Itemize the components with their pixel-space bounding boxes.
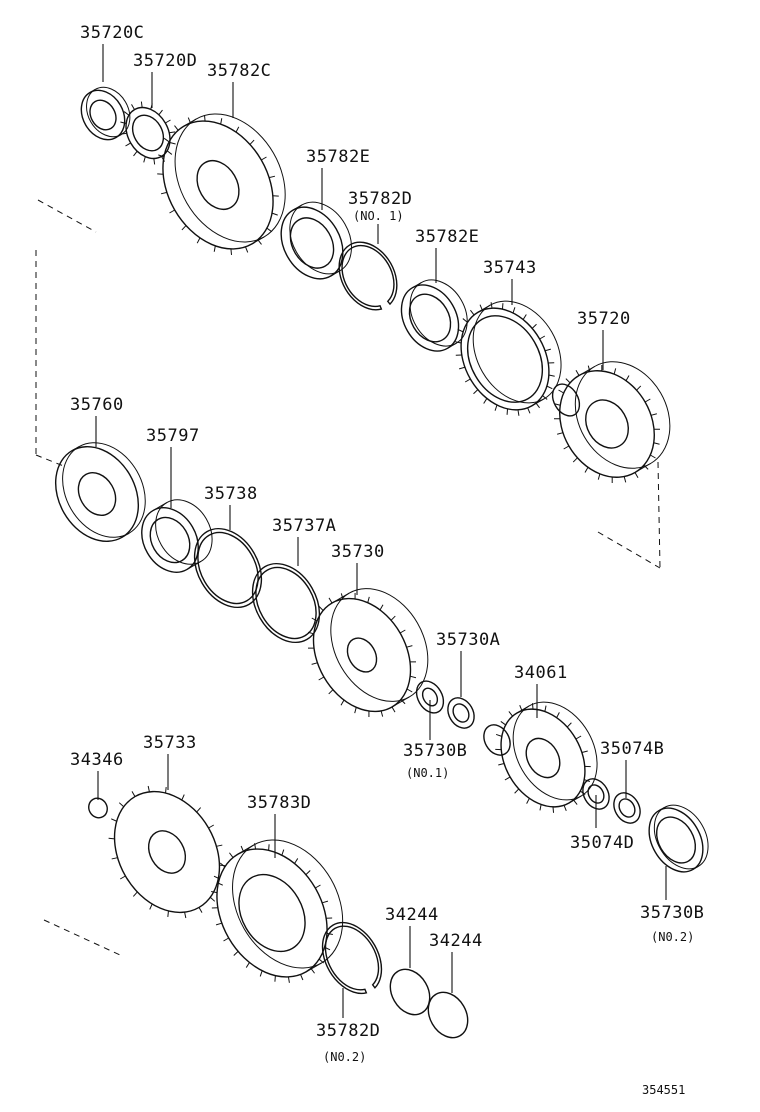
part-label-35720d: 35720D [133, 51, 197, 71]
part-label-35782d_1: 35782D [348, 189, 412, 209]
part-label-35730b_2: 35730B [640, 903, 704, 923]
part-label-35738: 35738 [204, 484, 258, 504]
part-35720d-gear [120, 101, 176, 165]
part-label-35782e_1: 35782E [306, 147, 370, 167]
part-label-35733: 35733 [143, 733, 197, 753]
part-label-34244_2: 34244 [429, 931, 483, 951]
part-35730-clutch-drum [307, 588, 429, 717]
part-label-35074b: 35074B [600, 739, 664, 759]
part-34061-sun-gear [495, 701, 598, 813]
part-35760-plate [54, 442, 146, 542]
part-35797-needle-bearing [141, 499, 213, 573]
part-35730b-seal [648, 804, 709, 873]
part-label-35730: 35730 [331, 542, 385, 562]
part-label-35783d: 35783D [247, 793, 311, 813]
part-sub-label-35782d_2: (N0.2) [323, 1050, 366, 1064]
alignment-guide-6 [43, 919, 121, 956]
part-35743-ring-gear [455, 300, 562, 416]
alignment-guide-1 [37, 199, 97, 233]
part-label-35720c: 35720C [80, 23, 144, 43]
part-label-35743: 35743 [483, 258, 537, 278]
alignment-guides [35, 199, 661, 956]
part-34244-oring [389, 968, 431, 1016]
part-35720-shaft [551, 383, 581, 417]
part-35782c-gear-housing [157, 113, 286, 255]
part-35782e-bearing [280, 201, 352, 280]
part-label-35730b_1: 35730B [403, 741, 467, 761]
part-label-34346: 34346 [70, 750, 124, 770]
part-34346-oring [88, 797, 108, 819]
part-label-35760: 35760 [70, 395, 124, 415]
part-sub-label-35782d_1: (NO. 1) [353, 209, 404, 223]
part-sub-label-35730b_2: (N0.2) [651, 930, 694, 944]
part-label-35782e_2: 35782E [415, 227, 479, 247]
leader-lines [95, 44, 667, 1018]
part-35738-thrust-washer [193, 527, 263, 609]
part-35074d-washer [582, 778, 610, 810]
alignment-guide-5 [597, 531, 661, 569]
part-label-35782d_2: 35782D [316, 1021, 380, 1041]
part-34244-oring-2 [427, 991, 469, 1039]
part-label-35074d: 35074D [570, 833, 634, 853]
part-35782d-snap-ring [338, 241, 398, 311]
part-label-34244_1: 34244 [385, 905, 439, 925]
alignment-guide-3 [35, 454, 67, 468]
part-label-35720: 35720 [577, 309, 631, 329]
part-35783d-drum [211, 839, 344, 983]
part-35782d-snap-ring-2 [321, 921, 383, 995]
part-35733-hub [108, 785, 226, 919]
part-35782e-bearing-2 [400, 279, 468, 352]
alignment-guide-4 [657, 461, 661, 569]
part-34061-shaft [483, 724, 511, 756]
diagram-id-text: 354551 [642, 1083, 685, 1097]
part-drawings [54, 86, 709, 1039]
part-label-35782c: 35782C [207, 61, 271, 81]
part-label-34061: 34061 [514, 663, 568, 683]
part-35720-carrier [553, 361, 671, 483]
part-35737a-thrust-washer [251, 562, 321, 644]
part-sub-label-35730b_1: (N0.1) [406, 766, 449, 780]
part-35730b-washer [415, 680, 445, 714]
part-35074b-washer [613, 792, 641, 824]
part-label-35737a: 35737A [272, 516, 336, 536]
part-label-35730a: 35730A [436, 630, 500, 650]
part-label-35797: 35797 [146, 426, 200, 446]
part-35730a-washer [447, 697, 475, 729]
